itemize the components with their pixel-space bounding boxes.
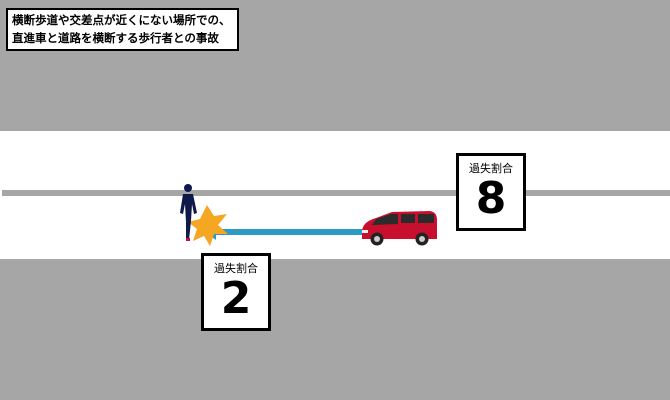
impact-burst-icon [188, 205, 228, 246]
car-fault-label: 過失割合 [469, 162, 513, 175]
description-line-2: 直進車と道路を横断する歩行者との事故 [12, 31, 219, 45]
car-fault-value: 8 [475, 173, 507, 224]
car-travel-arrow [205, 224, 366, 240]
pedestrian-fault-ratio: 過失割合 2 [201, 253, 271, 331]
accident-description: 横断歩道や交差点が近くにない場所での、 直進車と道路を横断する歩行者との事故 [6, 8, 239, 51]
description-line-1: 横断歩道や交差点が近くにない場所での、 [12, 13, 231, 27]
road-center-line [2, 190, 670, 196]
pedestrian-fault-value: 2 [220, 273, 252, 324]
pedestrian-icon [180, 184, 197, 241]
car-icon [362, 211, 437, 246]
car-fault-ratio: 過失割合 8 [456, 153, 526, 231]
pedestrian-fault-label: 過失割合 [214, 262, 258, 275]
